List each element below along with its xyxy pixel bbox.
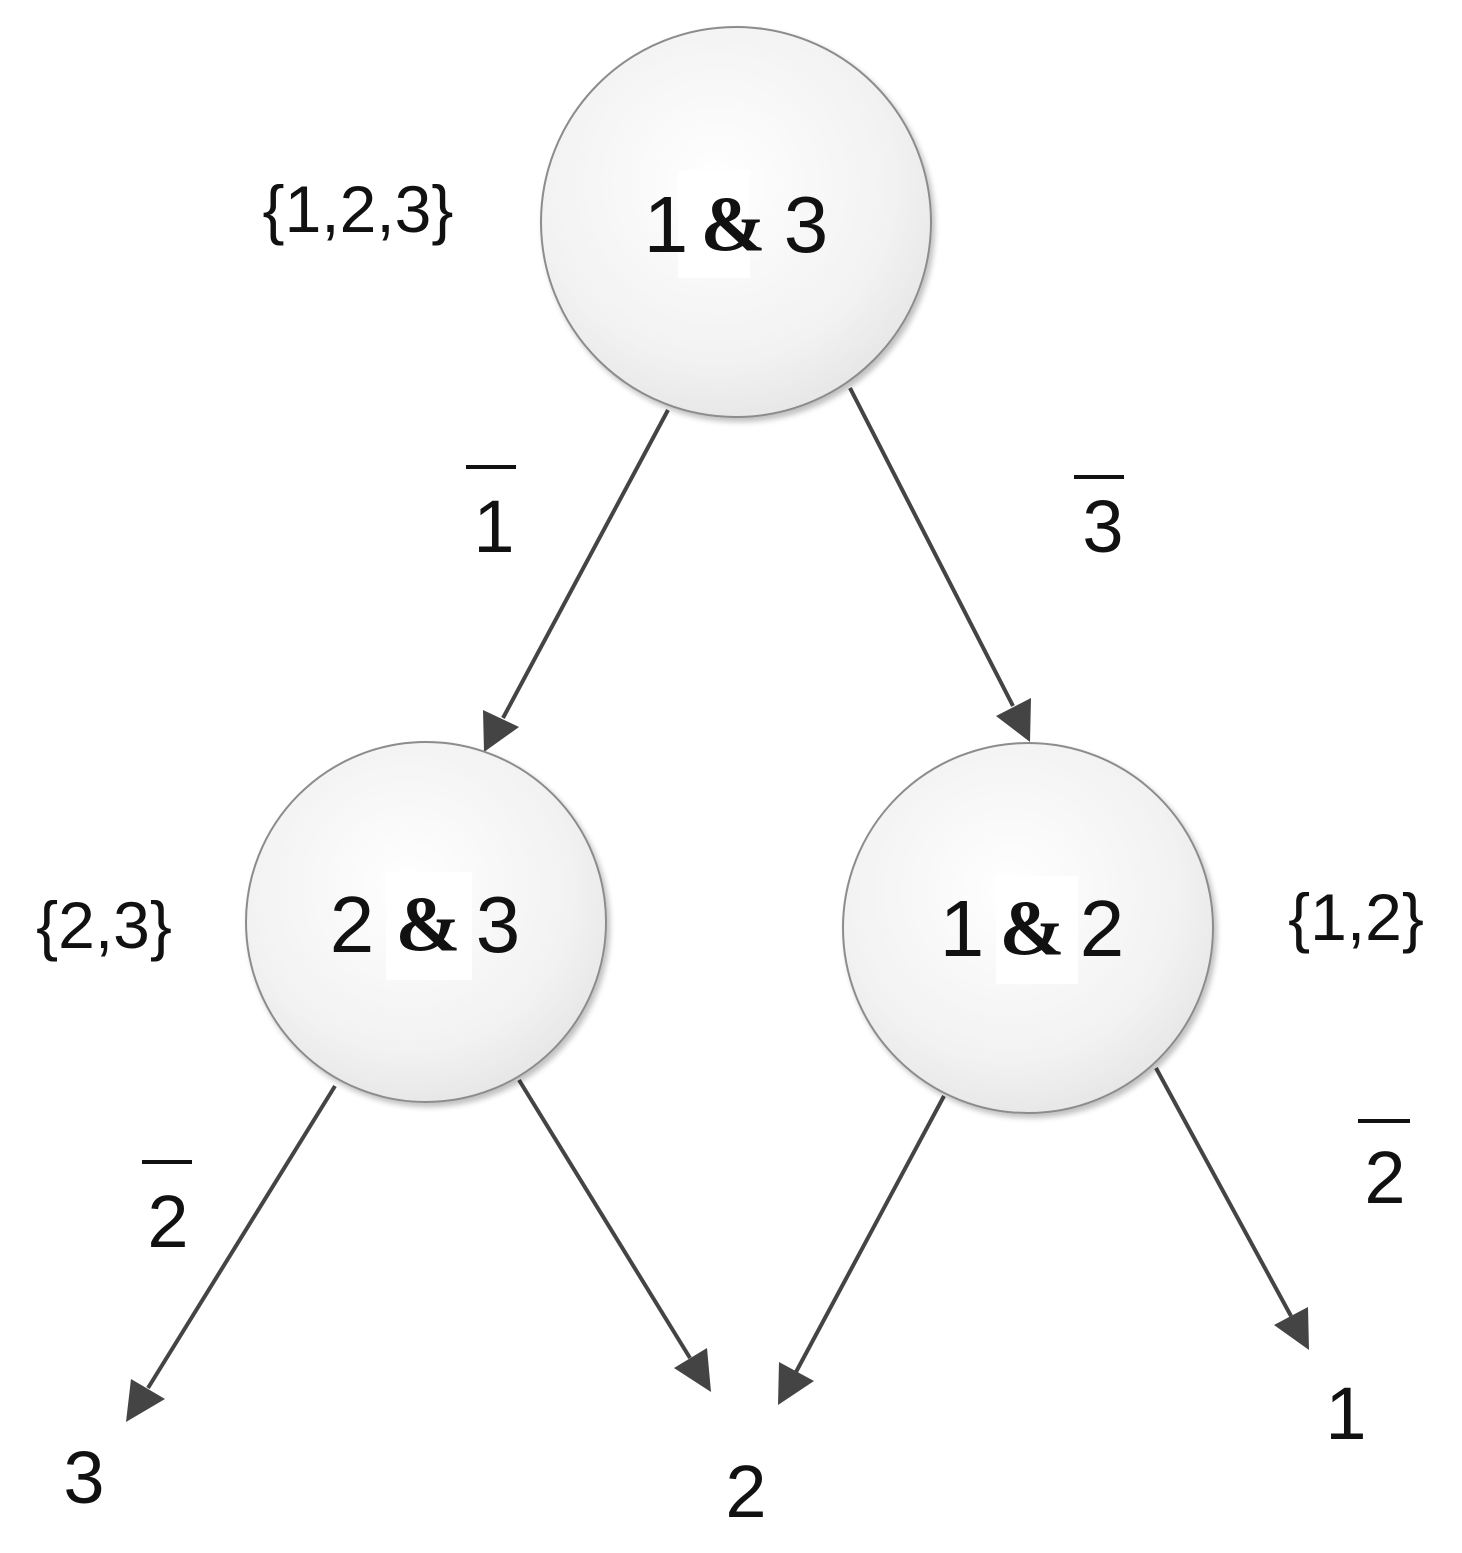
node-left-right-operand: 3 — [476, 880, 521, 969]
edge-right-to-leaf-2 — [778, 1095, 946, 1405]
edge-label-right-to-leaf-1-text: 2 — [1364, 1136, 1405, 1219]
node-root-operator: & — [701, 180, 766, 267]
edge-label-left-to-leaf-3-text: 2 — [147, 1180, 188, 1263]
svg-text:3: 3 — [784, 180, 829, 269]
node-right-operator: & — [1000, 884, 1065, 971]
leaf-label-2: 2 — [725, 1450, 766, 1533]
svg-text:2: 2 — [1364, 1136, 1405, 1219]
svg-text:3: 3 — [1082, 485, 1123, 568]
svg-text:1: 1 — [940, 884, 985, 973]
svg-text:{2,3}: {2,3} — [36, 888, 172, 962]
edge-root-to-right — [848, 387, 1031, 742]
node-left-operator: & — [396, 880, 461, 967]
node-left-left-operand: 2 — [330, 880, 375, 969]
edge-right-to-leaf-1 — [1154, 1067, 1309, 1350]
leaf-label-3: 3 — [63, 1436, 104, 1519]
svg-text:3: 3 — [476, 880, 521, 969]
edge-label-right-to-leaf-1: 2 — [1358, 1119, 1410, 1219]
edge-label-left-to-leaf-3: 2 — [142, 1160, 192, 1263]
edge-root-to-left — [483, 409, 670, 752]
edge-left-to-leaf-2 — [517, 1078, 711, 1392]
leaf-label-1: 1 — [1325, 1372, 1366, 1455]
svg-text:3: 3 — [63, 1436, 104, 1519]
svg-text:2: 2 — [725, 1450, 766, 1533]
edge-label-root-to-right-text: 3 — [1082, 485, 1123, 568]
svg-text:&: & — [701, 180, 766, 267]
svg-text:2: 2 — [330, 880, 375, 969]
svg-text:&: & — [1000, 884, 1065, 971]
node-right: 1 & 2 — [842, 742, 1214, 1114]
node-right-left-operand: 1 — [940, 884, 985, 973]
set-label-root: {1,2,3} — [263, 172, 454, 246]
edge-label-root-to-left: 1 — [466, 465, 516, 568]
node-right-right-operand: 2 — [1080, 884, 1125, 973]
set-label-right: {1,2} — [1288, 880, 1424, 954]
node-left: 2 & 3 — [245, 741, 607, 1103]
set-label-left: {2,3} — [36, 888, 172, 962]
svg-text:2: 2 — [147, 1180, 188, 1263]
svg-text:{1,2,3}: {1,2,3} — [263, 172, 454, 246]
svg-text:1: 1 — [473, 485, 514, 568]
node-root-right-operand: 3 — [784, 180, 829, 269]
node-root-left-operand: 1 — [644, 180, 689, 269]
svg-text:{1,2}: {1,2} — [1288, 880, 1424, 954]
svg-text:2: 2 — [1080, 884, 1125, 973]
edge-left-to-leaf-3 — [126, 1084, 337, 1422]
svg-text:&: & — [396, 880, 461, 967]
svg-text:1: 1 — [644, 180, 689, 269]
node-root: 1 & 3 — [540, 26, 932, 418]
edge-label-root-to-left-text: 1 — [473, 485, 514, 568]
svg-text:1: 1 — [1325, 1372, 1366, 1455]
edges — [126, 387, 1309, 1422]
edge-label-root-to-right: 3 — [1074, 475, 1124, 568]
